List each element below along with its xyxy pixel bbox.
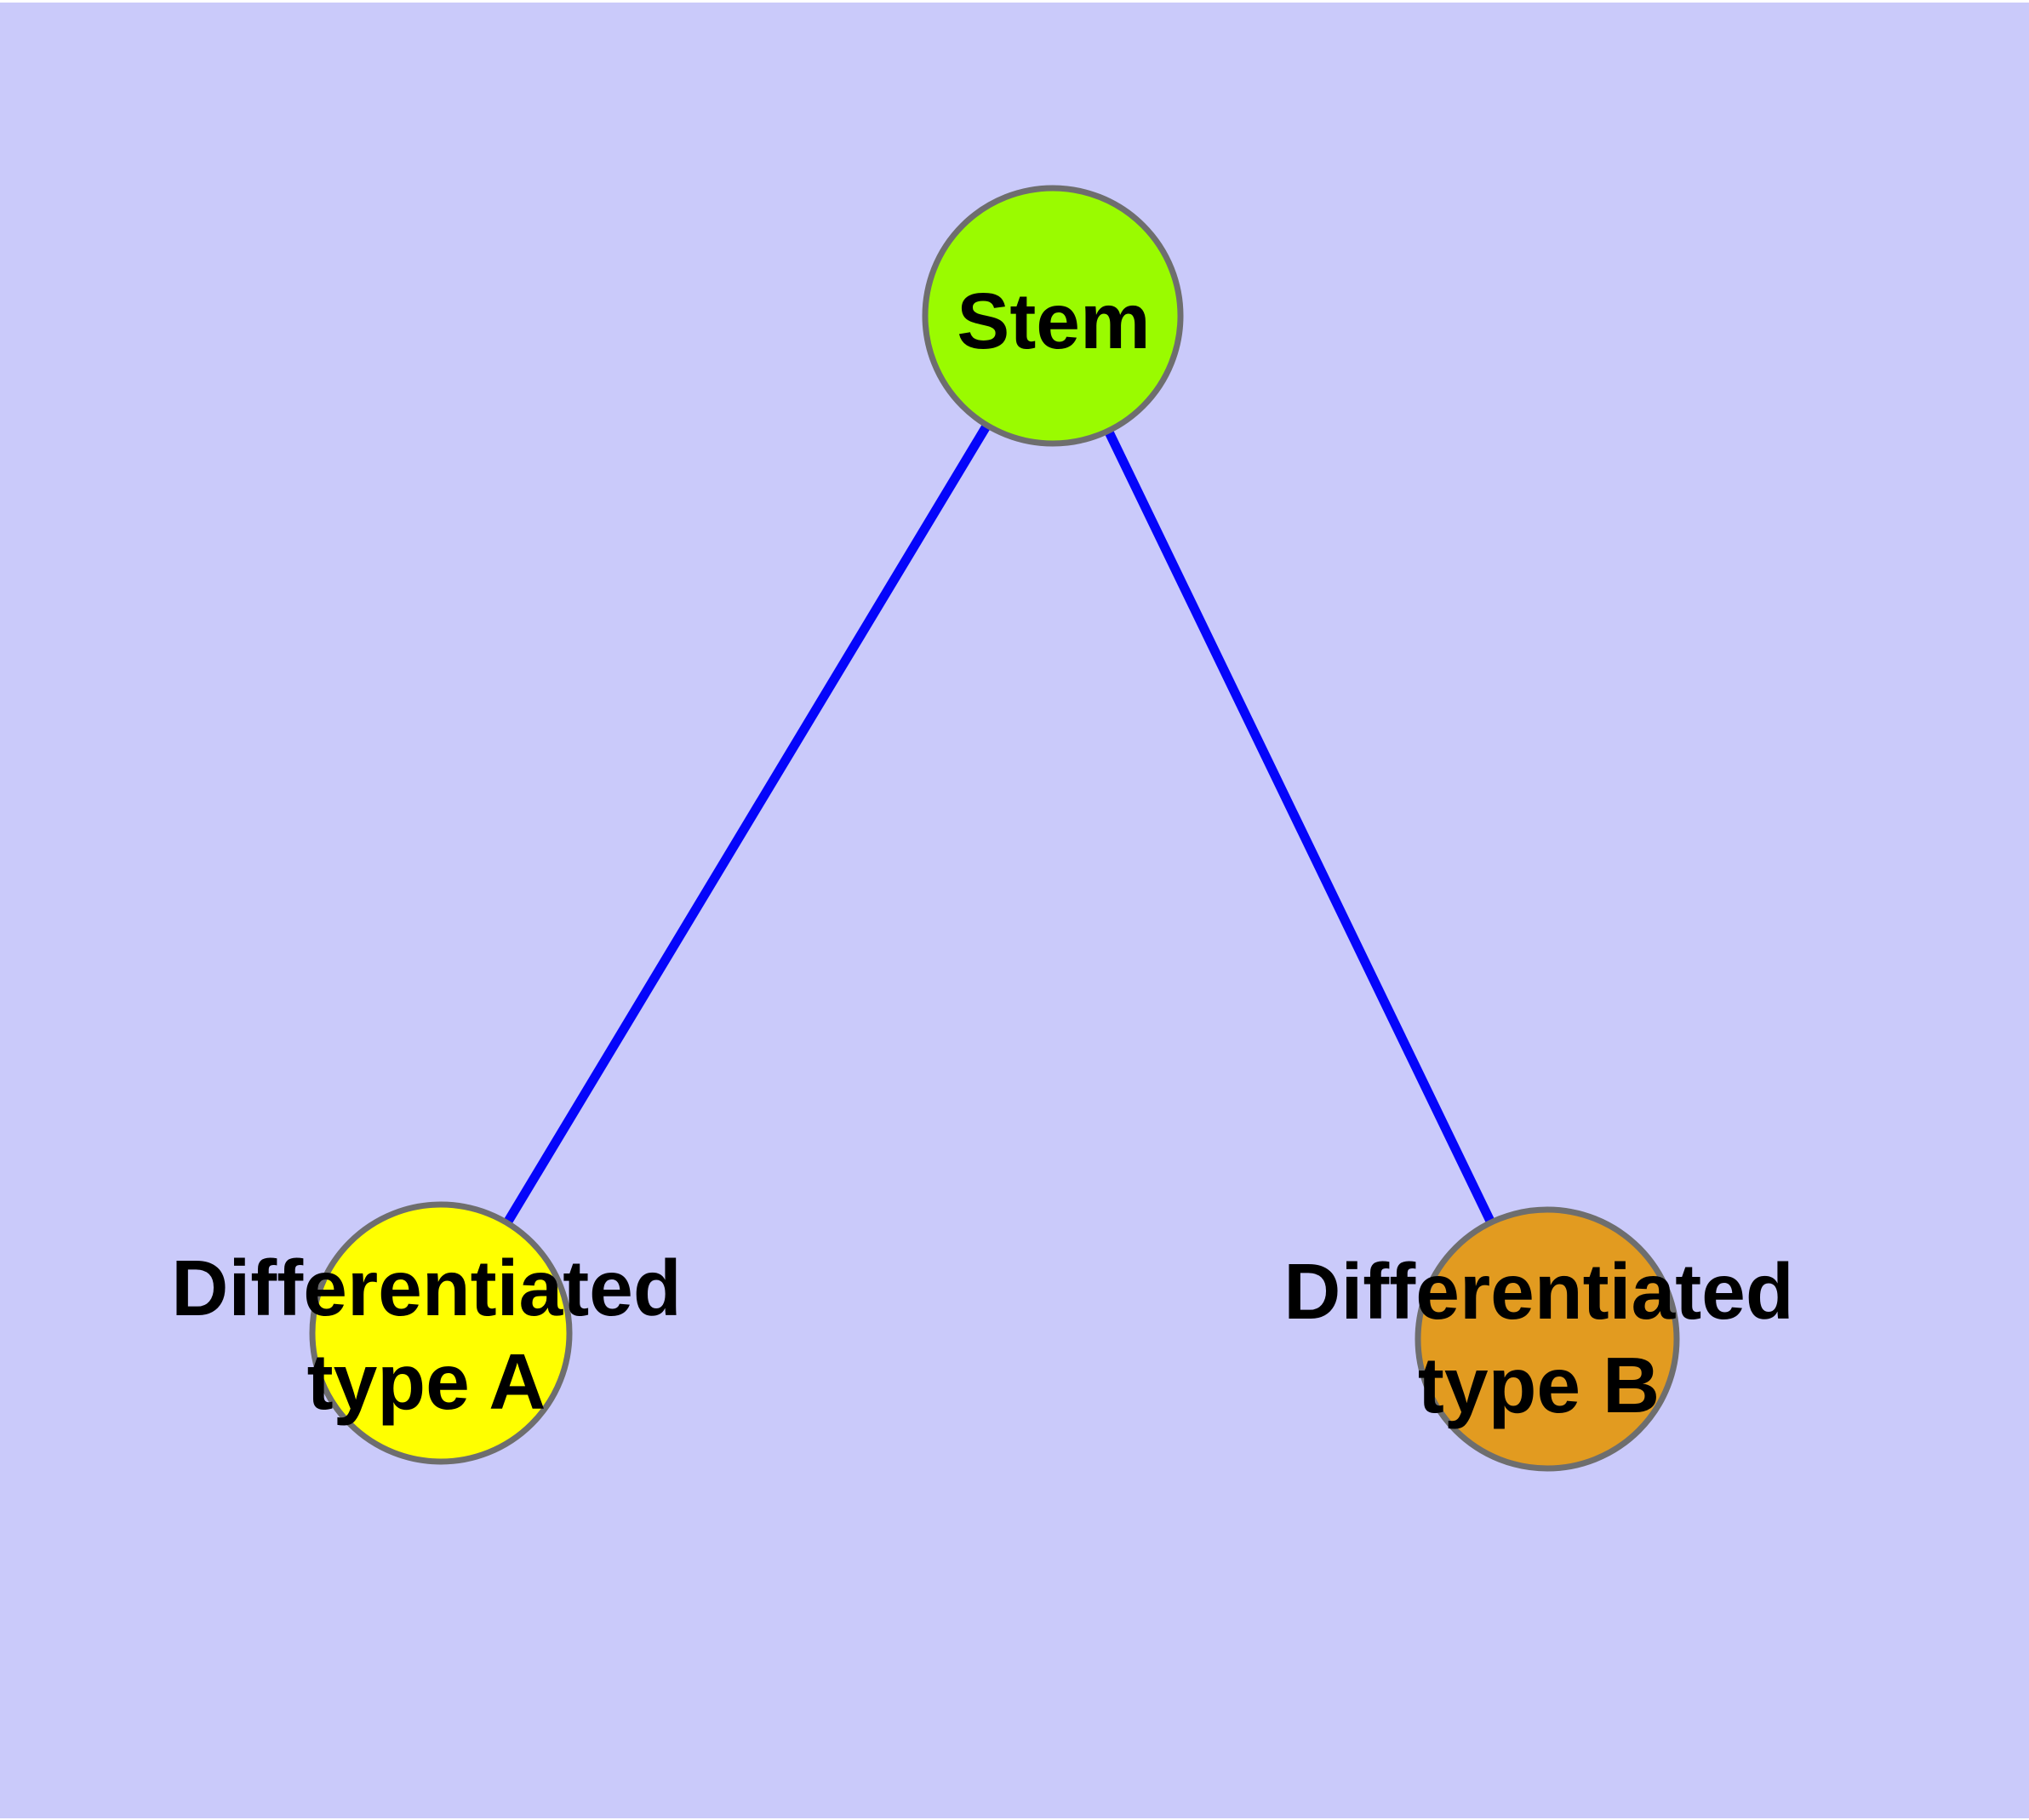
bottom-margin-strip [0, 1818, 2029, 1820]
node-type-b-circle [1415, 1206, 1680, 1472]
node-type-b-label-line2: type B [1417, 1341, 1660, 1429]
node-type-a-circle [309, 1201, 573, 1465]
node-type-a-label-line1: Differentiated [171, 1244, 682, 1332]
edge-stem-to-type-b [1049, 313, 1552, 1342]
node-type-b-label-line1: Differentiated [1283, 1247, 1794, 1336]
node-stem-circle [922, 185, 1184, 447]
node-type-a-label-line2: type A [306, 1337, 546, 1426]
node-type-a-label: Differentiated type A [171, 1241, 681, 1428]
node-type-b-label: Differentiated type B [1283, 1245, 1793, 1432]
top-margin-strip [0, 0, 2029, 3]
edge-stem-to-type-a [437, 313, 1057, 1336]
node-stem-label-line1: Stem [957, 277, 1151, 365]
node-stem-label: Stem [957, 274, 1150, 368]
